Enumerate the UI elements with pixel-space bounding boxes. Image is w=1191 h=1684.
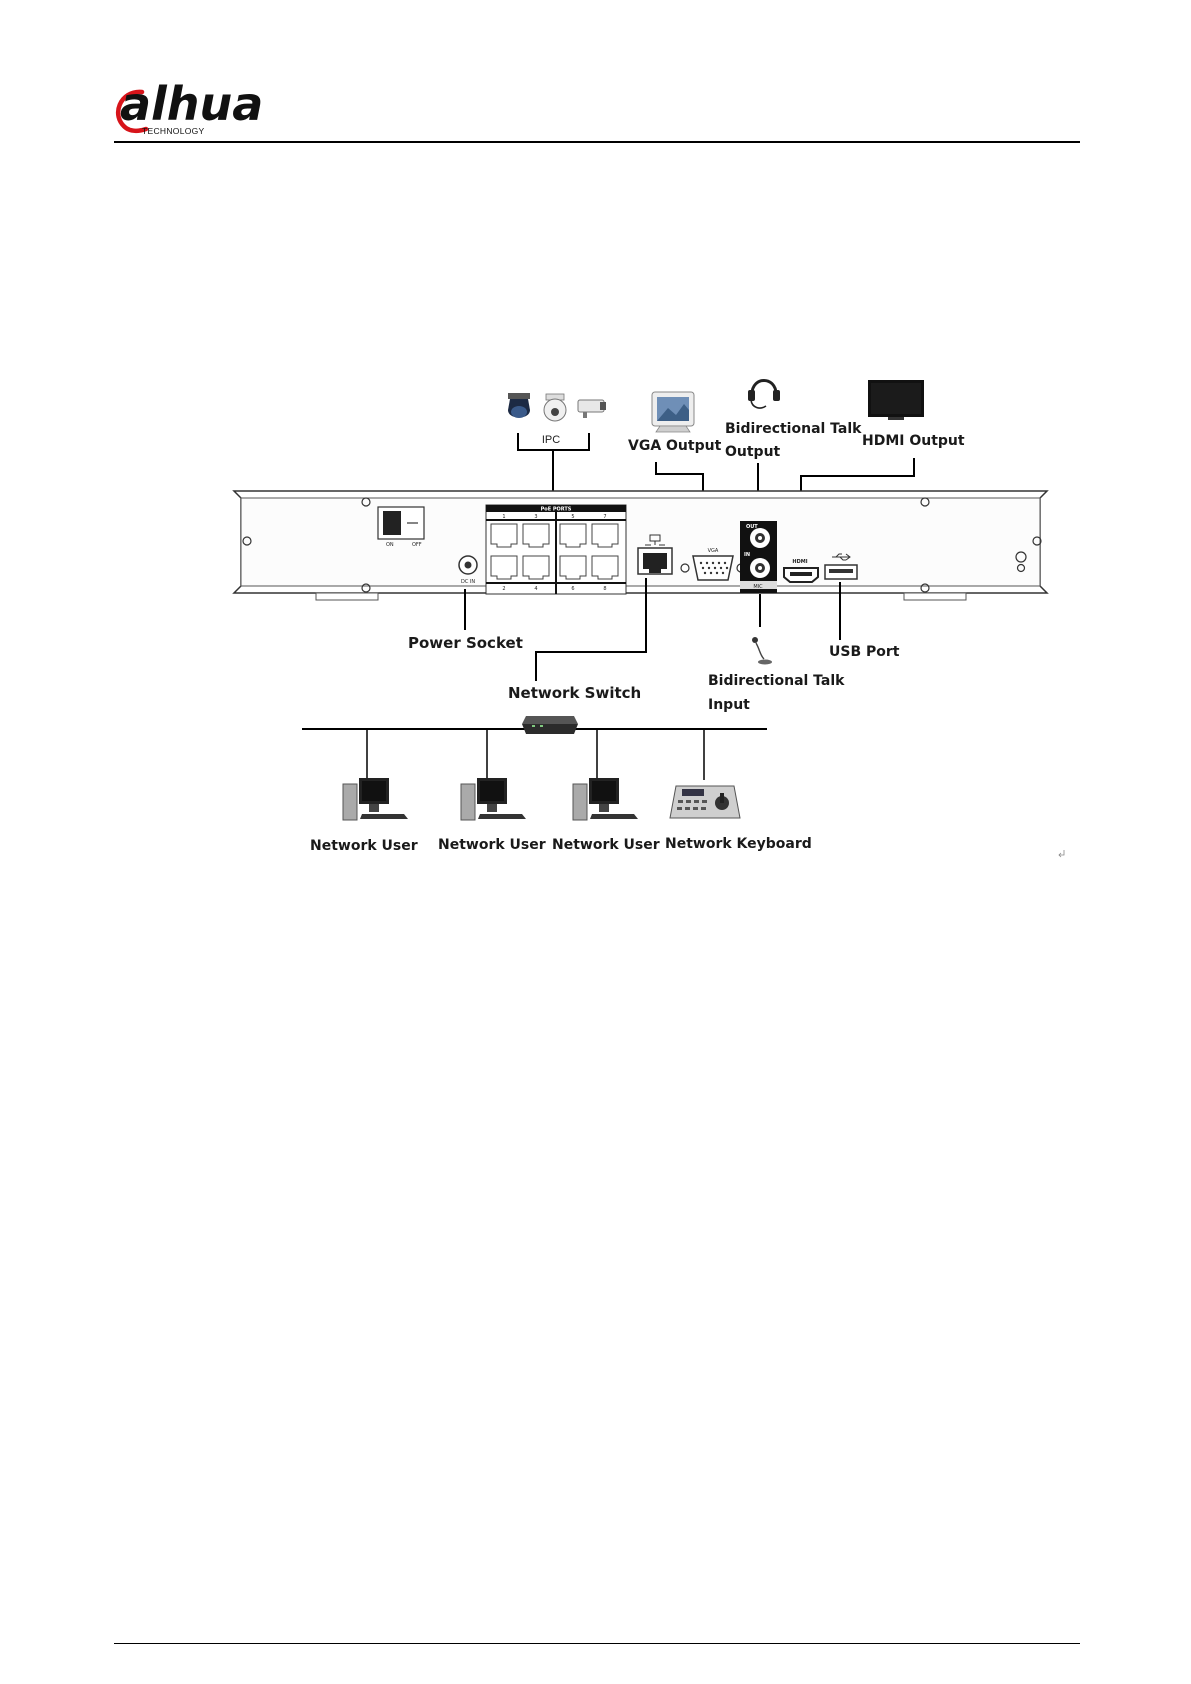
talk-output-label-line2: Output: [725, 444, 781, 460]
hdmi-output-label: HDMI Output: [862, 433, 965, 449]
vga-output-label: VGA Output: [628, 438, 722, 454]
network-switch-label: Network Switch: [508, 684, 641, 702]
network-user-label-2: Network User: [438, 837, 546, 853]
headset-icon: [748, 381, 780, 409]
nvr-rear-panel: [234, 491, 1047, 600]
port-number-1: 1: [502, 514, 505, 520]
poe-ports-block: PoE PORTS 1 3 5 7 2 4 6 8: [486, 505, 626, 594]
port-number-4: 4: [534, 586, 537, 592]
hdmi-port-text: HDMI: [792, 559, 807, 565]
talk-output-label-line1: Bidirectional Talk: [725, 421, 862, 437]
port-number-3: 3: [534, 514, 537, 520]
network-keyboard-icon: [670, 786, 740, 818]
switch-on-text: ON: [386, 542, 394, 548]
port-number-2: 2: [502, 586, 505, 592]
paragraph-mark-icon: [1059, 850, 1064, 857]
bullet-camera-icon: [578, 400, 606, 418]
usb-port-label: USB Port: [829, 644, 900, 660]
poe-ports-text: PoE PORTS: [541, 507, 572, 513]
port-number-8: 8: [603, 586, 606, 592]
desktop-pc-icon: [461, 778, 526, 820]
network-user-label-3: Network User: [552, 837, 660, 853]
crt-monitor-icon: [652, 392, 694, 432]
port-number-6: 6: [571, 586, 574, 592]
port-number-7: 7: [603, 514, 606, 520]
footer-rule: [114, 1643, 1080, 1644]
ipc-label: IPC: [542, 434, 560, 446]
vga-port-text: VGA: [708, 548, 719, 554]
flat-tv-icon: [868, 380, 924, 420]
mic-text: MIC: [753, 584, 763, 590]
dome-camera-icon: [508, 393, 530, 418]
speed-dome-camera-icon: [544, 394, 566, 421]
network-keyboard-label: Network Keyboard: [665, 836, 812, 852]
microphone-icon: [752, 637, 772, 665]
switch-off-text: OFF: [412, 542, 422, 548]
dc-in-text: DC IN: [461, 579, 475, 585]
desktop-pc-icon: [343, 778, 408, 820]
audio-port-block: OUT IN MIC: [740, 521, 777, 593]
power-socket-label: Power Socket: [408, 634, 523, 652]
power-socket-icon: DC IN: [459, 556, 477, 585]
network-user-label-1: Network User: [310, 838, 418, 854]
desktop-pc-icon: [573, 778, 638, 820]
talk-input-label-line1: Bidirectional Talk: [708, 673, 845, 689]
port-number-5: 5: [571, 514, 574, 520]
audio-in-text: IN: [744, 552, 750, 558]
network-switch-icon: [522, 716, 578, 734]
talk-input-label-line2: Input: [708, 697, 750, 713]
